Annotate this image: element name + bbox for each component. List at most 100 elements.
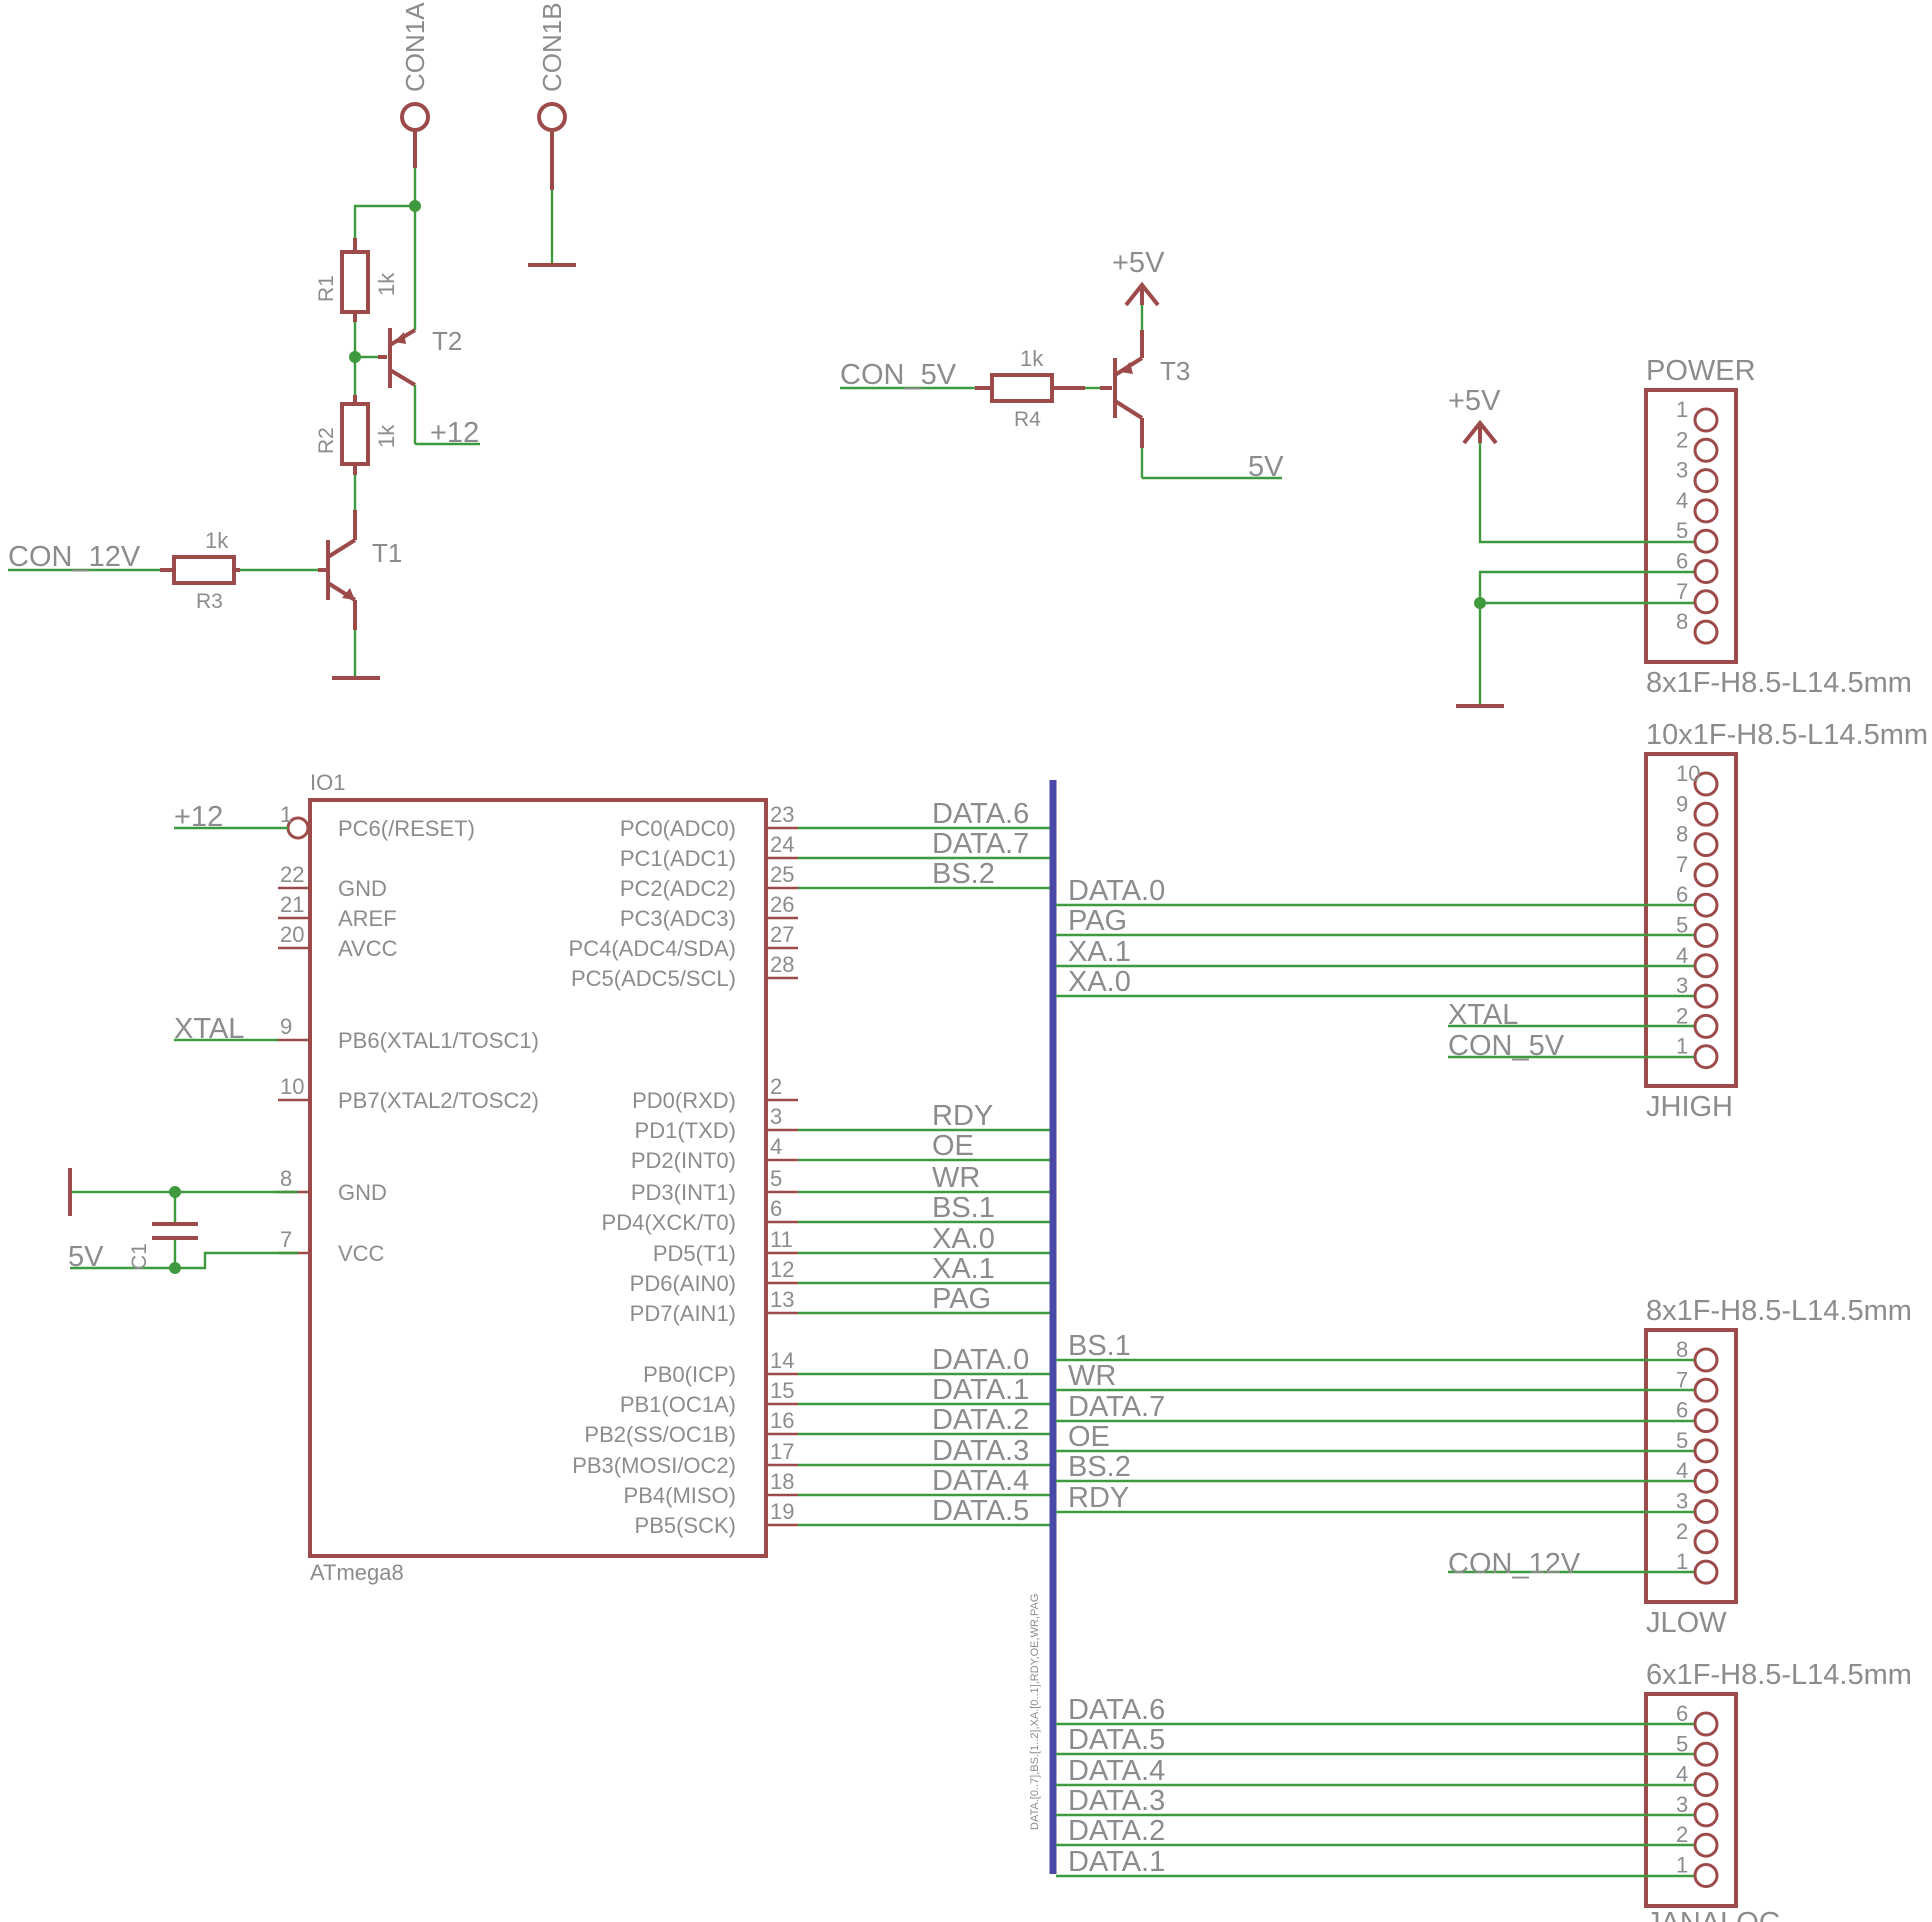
power-pin-pad (1693, 619, 1719, 645)
mcu-pin-number: 9 (280, 1014, 292, 1039)
janalog-bus-net-label: DATA.3 (1068, 1785, 1165, 1817)
plus5v-power-label: +5V (1448, 385, 1501, 417)
mcu-pin-name: GND (338, 1180, 387, 1205)
janalog-pin-number: 1 (1676, 1853, 1688, 1878)
power-pin-pad (1693, 528, 1719, 554)
mcu-pin-name: PC5(ADC5/SCL) (571, 966, 736, 991)
jlow-bus-net-label: RDY (1068, 1482, 1129, 1514)
mcu-right-pins: 23PC0(ADC0)DATA.624PC1(ADC1)DATA.725PC2(… (569, 798, 1050, 1538)
r1-value: 1k (374, 272, 399, 296)
mcu-pin-name: PD7(AIN1) (630, 1301, 736, 1326)
jlow-pin-pad (1693, 1529, 1719, 1555)
mcu-pin-name: PC1(ADC1) (620, 846, 736, 871)
t2-label: T2 (432, 326, 462, 356)
jlow-package: 8x1F-H8.5-L14.5mm (1646, 1295, 1912, 1327)
janalog-bus-net-label: DATA.2 (1068, 1815, 1165, 1847)
mcu-pin-number: 11 (770, 1227, 793, 1252)
mcu-pin-number: 5 (770, 1166, 782, 1191)
jlow-pin-pad (1693, 1499, 1719, 1524)
mcu-bus-net-label: XA.0 (932, 1223, 995, 1255)
net-5v-label: 5V (1248, 451, 1284, 483)
mcu-pin-number: 20 (280, 922, 304, 947)
jlow-pin-pad (1693, 1468, 1719, 1494)
jlow-pin-number: 7 (1676, 1367, 1688, 1392)
janalog-package: 6x1F-H8.5-L14.5mm (1646, 1659, 1912, 1691)
mcu-pin-number: 15 (770, 1378, 794, 1403)
con12v-net-label: CON_12V (8, 541, 141, 573)
jlow-pin-number: 5 (1676, 1428, 1688, 1453)
power-pin-pad (1693, 559, 1719, 584)
jhigh-pin-pad (1693, 953, 1719, 979)
jhigh-pin-pad (1693, 923, 1719, 948)
mcu-pin-number: 6 (770, 1196, 782, 1221)
mcu-ref-label: IO1 (310, 770, 345, 795)
jlow-pin-pad (1693, 1377, 1719, 1403)
janalog-name: JANALOG (1646, 1907, 1781, 1922)
power-connector-package: 8x1F-H8.5-L14.5mm (1646, 667, 1912, 699)
con5v-net-label: CON_5V (840, 359, 957, 391)
janalog-pin-pad (1693, 1832, 1719, 1858)
mcu-pin-name: PC0(ADC0) (620, 816, 736, 841)
jhigh-pin-pad (1693, 1044, 1719, 1070)
mcu-bus-net-label: DATA.1 (932, 1374, 1029, 1406)
power-pin-number: 2 (1676, 427, 1688, 452)
jlow-bus-net-label: DATA.7 (1068, 1391, 1165, 1423)
jlow-pin-pad (1693, 1408, 1719, 1434)
power-pin-number: 3 (1676, 458, 1688, 483)
r1-label: R1 (315, 275, 338, 302)
jhigh-bus-net-label: XA.0 (1068, 966, 1131, 998)
mcu-bus-net-label: DATA.5 (932, 1495, 1029, 1527)
resistor-r4: CON_5V 1k R4 (840, 346, 1100, 431)
janalog-bus-net-label: DATA.1 (1068, 1846, 1165, 1878)
jlow-pin-pad (1693, 1438, 1719, 1464)
jlow-bus-net-label: BS.1 (1068, 1330, 1131, 1362)
mcu-pin-name: PD3(INT1) (631, 1180, 736, 1205)
jhigh-pin-pad (1693, 862, 1719, 888)
mcu-pin-number: 7 (280, 1227, 292, 1252)
mcu-pin-number: 13 (770, 1287, 794, 1312)
janalog-bus-net-label: DATA.5 (1068, 1724, 1165, 1756)
mcu-bus-net-label: WR (932, 1162, 980, 1194)
mcu-bus-net-label: OE (932, 1130, 974, 1162)
mcu-pin-number: 22 (280, 862, 304, 887)
power-pin-pad (1693, 407, 1719, 433)
mcu-bus-net-label: RDY (932, 1100, 993, 1132)
jlow-pin-number: 2 (1676, 1519, 1688, 1544)
mcu-pin-name: PB0(ICP) (643, 1362, 736, 1387)
jhigh-bus-net-label: XA.1 (1068, 936, 1131, 968)
mcu-bus-net-label: DATA.6 (932, 798, 1029, 830)
mcu-pin-name: PC6(/RESET) (338, 816, 475, 841)
mcu-pin-name: VCC (338, 1241, 385, 1266)
janalog-pin-number: 4 (1676, 1762, 1688, 1787)
janalog-pin-pad (1693, 1711, 1719, 1737)
mcu-pin-number: 18 (770, 1469, 794, 1494)
resistor-r2: R2 1k (315, 395, 399, 510)
jhigh-pin-pad (1693, 771, 1719, 797)
r3-value: 1k (205, 528, 229, 553)
mcu-pin-name: PC3(ADC3) (620, 906, 736, 931)
mcu-pin-name: GND (338, 876, 387, 901)
mcu-pin-number: 4 (770, 1134, 782, 1159)
janalog-bus-net-label: DATA.6 (1068, 1694, 1165, 1726)
mcu-pin-name: PD4(XCK/T0) (602, 1210, 736, 1235)
jhigh-pin-number: 6 (1676, 882, 1688, 907)
mcu-pin-name: PC4(ADC4/SDA) (569, 936, 736, 961)
t1-label: T1 (372, 538, 402, 568)
mcu-pin-name: PD6(AIN0) (630, 1271, 736, 1296)
power-connector: POWER 8x1F-H8.5-L14.5mm +5V (1448, 355, 1912, 708)
capacitor-c1: C1 5V (68, 1168, 298, 1274)
jhigh-pin-number: 8 (1676, 822, 1688, 847)
cap-5v-net-label: 5V (68, 1241, 104, 1273)
mcu-pin-number: 19 (770, 1499, 794, 1524)
janalog-pin-pad (1693, 1802, 1719, 1828)
janalog-bus-net-label: DATA.4 (1068, 1755, 1165, 1787)
power-pin-pad (1693, 437, 1719, 463)
mcu-bus-net-label: DATA.4 (932, 1465, 1029, 1497)
mcu-pin-number: 28 (770, 952, 794, 977)
transistor-t1: T1 (236, 510, 402, 680)
